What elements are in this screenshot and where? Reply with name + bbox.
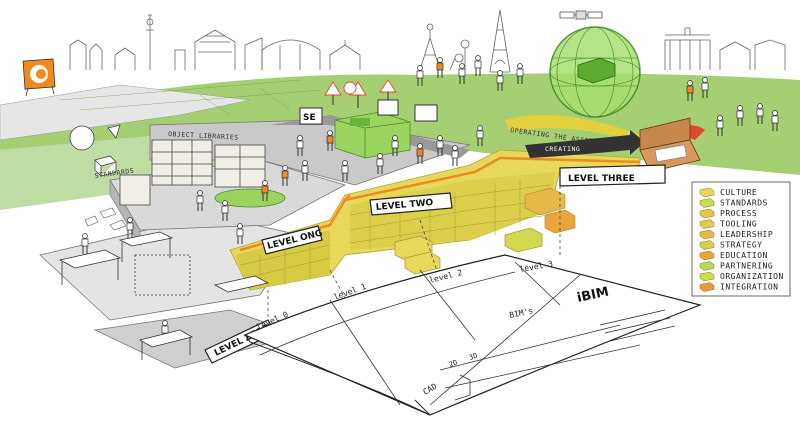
legend-label: CULTURE <box>720 188 757 197</box>
person-figure <box>476 125 484 146</box>
legend-swatch <box>699 282 715 292</box>
maturity-chart <box>243 254 702 416</box>
person-figure <box>261 180 269 201</box>
legend-label: INTEGRATION <box>720 283 778 292</box>
legend-swatch <box>699 198 715 208</box>
person-figure <box>516 63 524 84</box>
creating-label: CREATING <box>545 145 580 153</box>
person-figure <box>496 70 504 91</box>
person-figure <box>126 217 134 238</box>
legend-label: ORGANIZATION <box>720 272 784 281</box>
se-sign-label: SE <box>303 113 316 123</box>
legend-item: PROCESS <box>699 208 757 219</box>
person-figure <box>341 160 349 181</box>
legend-label: EDUCATION <box>720 251 768 260</box>
legend-item: CULTURE <box>699 187 757 198</box>
person-figure <box>474 55 482 76</box>
legend-swatch <box>699 250 715 261</box>
svg-text:LEVEL THREE: LEVEL THREE <box>568 174 635 184</box>
legend-item: STRATEGY <box>699 240 763 250</box>
legend-swatch <box>699 208 715 219</box>
person-figure <box>436 57 444 78</box>
chart-ibim-label: iBIM <box>576 285 611 306</box>
person-figure <box>736 105 744 126</box>
road <box>0 84 251 141</box>
person-figure <box>771 110 779 131</box>
person-figure <box>701 77 709 98</box>
office-desks <box>58 231 270 360</box>
person-figure <box>686 80 694 101</box>
person-figure <box>301 160 309 181</box>
chart-3d-label: 3D <box>468 351 479 361</box>
object-library-shelves <box>119 139 266 206</box>
legend-item: PARTNERING <box>699 261 773 271</box>
logo-icon <box>22 58 56 97</box>
legend-item: TOOLING <box>699 219 757 229</box>
legend-item: INTEGRATION <box>699 282 778 292</box>
person-figure <box>221 200 229 221</box>
person-figure <box>458 63 466 84</box>
person-figure <box>716 115 724 136</box>
person-figure <box>376 153 384 174</box>
person-figure <box>436 135 444 156</box>
legend-swatch <box>699 229 715 240</box>
person-figure <box>451 145 459 166</box>
object-libraries-label: OBJECT LIBRARIES <box>168 130 239 142</box>
person-figure <box>236 223 244 244</box>
leader-lines <box>267 186 561 320</box>
legend-item: STANDARDS <box>699 198 768 208</box>
legend-label: TOOLING <box>720 220 757 229</box>
person-figure <box>416 143 424 164</box>
person-figure <box>326 130 334 151</box>
person-figure <box>756 103 764 124</box>
briefcase-icon <box>639 117 701 173</box>
legend-swatch <box>699 240 715 250</box>
legend-label: STANDARDS <box>720 199 768 208</box>
field-lines <box>59 79 321 116</box>
legend-item: ORGANIZATION <box>699 271 784 282</box>
person-figure <box>281 165 289 186</box>
chart-2d-label: 2D <box>448 358 459 368</box>
legend-swatch <box>699 219 715 229</box>
level-three-tag: LEVEL THREE <box>559 164 666 187</box>
people-figures <box>81 55 779 341</box>
person-figure <box>391 135 399 156</box>
legend-label: LEADERSHIP <box>720 230 773 239</box>
green-model-box <box>334 111 411 159</box>
legend-swatch <box>699 271 715 282</box>
paper-stack <box>84 207 127 231</box>
legend-item: EDUCATION <box>699 250 768 261</box>
warning-sign-icon <box>299 79 438 125</box>
person-figure <box>416 65 424 86</box>
legend-label: PARTNERING <box>720 262 773 271</box>
loose-bricks <box>394 187 576 275</box>
person-figure <box>296 135 304 156</box>
legend-swatch <box>699 187 715 198</box>
person-figure <box>81 233 89 254</box>
legend-label: STRATEGY <box>720 241 763 250</box>
legend-item: LEADERSHIP <box>699 229 773 240</box>
globe-icon <box>549 26 641 118</box>
level-two-tag: LEVEL TWO <box>369 192 453 216</box>
legend-swatch <box>699 261 715 271</box>
standards-shapes <box>69 124 121 177</box>
satellite-icon <box>559 10 603 20</box>
skyline <box>69 9 786 73</box>
person-figure <box>196 190 204 211</box>
legend-label: PROCESS <box>720 209 757 218</box>
